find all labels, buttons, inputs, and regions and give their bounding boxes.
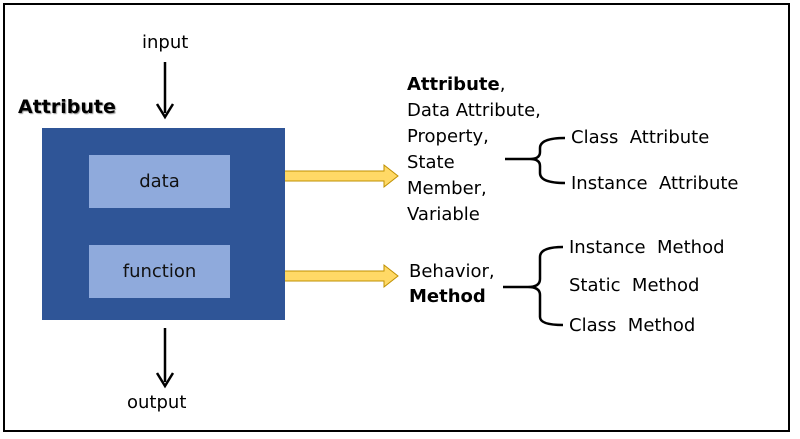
- instance-method-label: Instance Method: [569, 237, 725, 258]
- attribute-kinds-brace: [505, 136, 566, 185]
- output-arrow: [155, 328, 175, 389]
- attribute-heading: Attribute: [407, 74, 500, 95]
- attribute-term: State: [407, 152, 455, 173]
- input-arrow: [155, 62, 175, 120]
- class-attribute-label: Class Attribute: [571, 127, 710, 148]
- method-label: Method: [409, 286, 486, 307]
- data-box: data: [89, 155, 230, 208]
- attribute-heading-suffix: ,: [499, 74, 506, 95]
- function-box: function: [89, 245, 230, 298]
- attribute-term: Property,: [407, 126, 489, 147]
- behavior-label: Behavior,: [409, 261, 495, 282]
- static-method-label: Static Method: [569, 275, 700, 296]
- attribute-term: Variable: [407, 204, 480, 225]
- class-method-label: Class Method: [569, 315, 696, 336]
- diagram-frame: [3, 3, 790, 432]
- instance-attribute-label: Instance Attribute: [571, 173, 739, 194]
- diagram-title: Attribute: [18, 96, 116, 118]
- attribute-term: Member,: [407, 178, 487, 199]
- attribute-term: Data Attribute,: [407, 100, 541, 121]
- method-kinds-brace: [503, 245, 564, 327]
- attribute-terms: Attribute, Data Attribute, Property, Sta…: [407, 72, 541, 228]
- output-label: output: [127, 392, 187, 413]
- input-label: input: [142, 32, 189, 53]
